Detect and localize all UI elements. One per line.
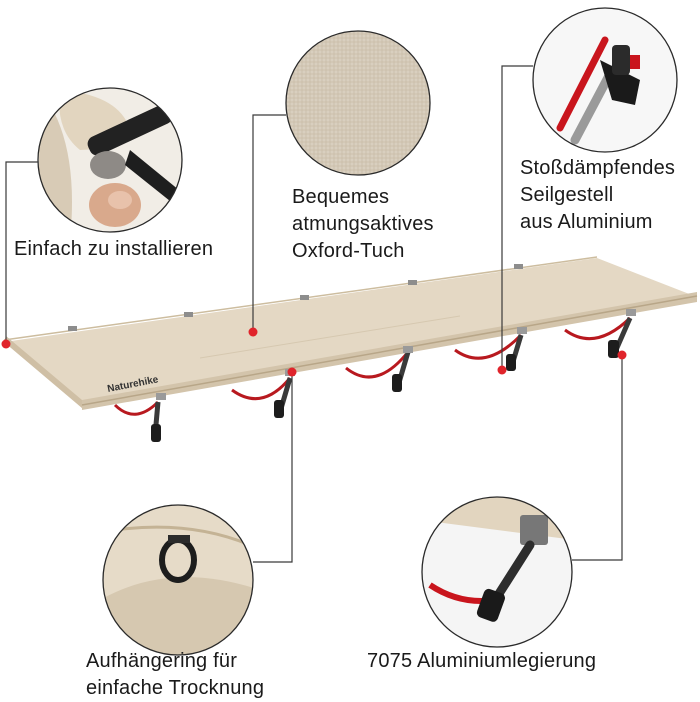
callout-dots [1,327,627,377]
detail-circle-ring [102,504,254,656]
cot-legs [113,316,633,442]
detail-circle-frame [532,7,678,153]
label-aluminium-frame: Stoßdämpfendes Seilgestell aus Aluminium [520,155,675,236]
label-line: einfache Trocknung [86,677,265,699]
label-hanging-ring: Aufhängering für einfache Trocknung [86,648,264,702]
label-easy-install: Einfach zu installieren [14,236,213,263]
label-line: Oxford-Tuch [292,240,405,262]
detail-circle-fabric [285,30,431,176]
label-line: 7075 Aluminiumlegierung [367,650,597,672]
label-alloy: 7075 Aluminiumlegierung [367,648,596,675]
detail-circle-install [37,87,183,233]
label-line: Seilgestell [520,184,614,206]
cot-bed [3,256,698,410]
callout-leaders [5,65,623,563]
label-line: atmungsaktives [292,213,434,235]
label-oxford-fabric: Bequemes atmungsaktives Oxford-Tuch [292,184,434,265]
label-line: aus Aluminium [520,211,653,233]
label-line: Aufhängering für [86,650,238,672]
detail-circle-alloy [421,496,573,648]
label-line: Bequemes [292,186,390,208]
label-line: Stoßdämpfendes [520,157,676,179]
label-line: Einfach zu installieren [14,238,214,260]
